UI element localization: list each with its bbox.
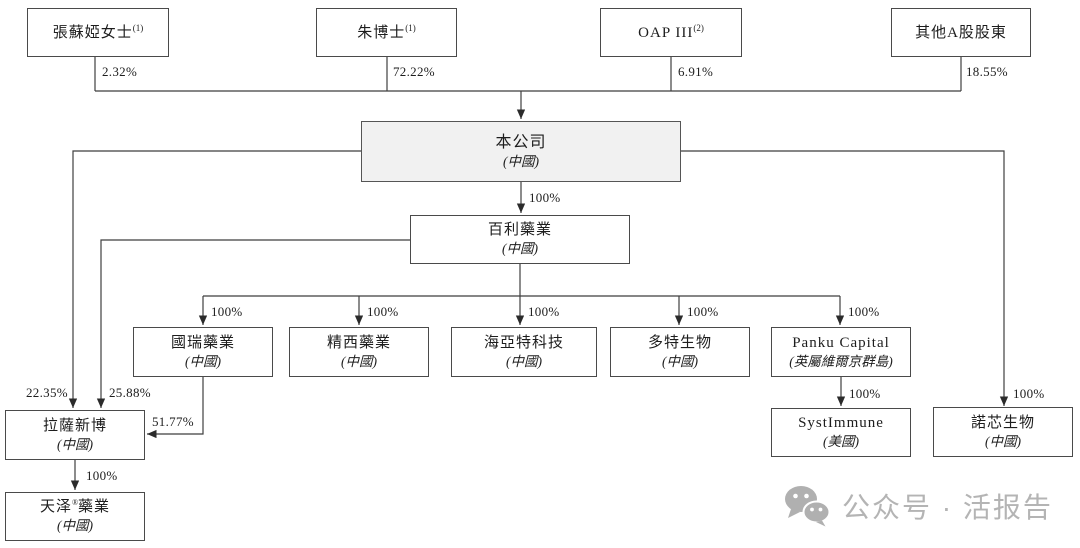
pct-baili-duote: 100% (687, 304, 719, 319)
node-label: 海亞特科技 (483, 334, 564, 351)
node-location: (中國) (341, 353, 377, 369)
pct-other-company: 18.55% (966, 64, 1008, 79)
pct-panku-systimmune: 100% (849, 386, 881, 401)
node-zhang-suya: 張蘇婭女士(1) (27, 8, 169, 57)
pct-baili-panku: 100% (848, 304, 880, 319)
node-label: 多特生物 (647, 334, 712, 351)
wechat-icon (785, 486, 830, 527)
node-location: (中國) (57, 436, 93, 452)
node-guorui-pharma: 國瑞藥業 (中國) (133, 327, 273, 377)
node-location: (中國) (185, 353, 221, 369)
watermark: 公众号 · 活报告 (784, 485, 1053, 527)
node-location: (中國) (503, 154, 539, 169)
node-the-company: 本公司 (中國) (361, 121, 681, 182)
node-label: 拉薩新博 (42, 417, 107, 434)
arrow-company-lasa (68, 150, 361, 408)
node-dr-zhu: 朱博士(1) (316, 8, 457, 57)
node-location: (中國) (985, 433, 1021, 449)
footnote-sup: (1) (405, 23, 416, 33)
node-label: 其他A股股東 (915, 25, 1007, 41)
node-location: (英屬維爾京群島) (789, 353, 893, 369)
node-jingxi-pharma: 精西藥業 (中國) (289, 327, 429, 377)
node-label: 國瑞藥業 (170, 334, 235, 351)
node-location: (中國) (502, 241, 538, 257)
pct-company-baili: 100% (529, 190, 561, 205)
arrow-baili-lasa (96, 239, 410, 408)
node-location: (中國) (506, 353, 542, 369)
node-label: 百利藥業 (487, 222, 552, 239)
node-label: OAP III (638, 25, 694, 41)
registered-mark: ® (71, 498, 79, 508)
pct-baili-lasa: 25.88% (109, 385, 151, 400)
pct-guorui-lasa: 51.77% (152, 414, 194, 429)
pct-zhu-company: 72.22% (393, 64, 435, 79)
node-label: SystImmune (798, 415, 884, 432)
node-haiyate-tech: 海亞特科技 (中國) (451, 327, 597, 377)
node-label: Panku Capital (792, 334, 890, 351)
pct-baili-haiyate: 100% (528, 304, 560, 319)
node-label: 諾芯生物 (970, 414, 1035, 431)
pct-zhang-company: 2.32% (102, 64, 138, 79)
pct-oap-company: 6.91% (678, 64, 714, 79)
node-location: (中國) (662, 353, 698, 369)
pct-company-nuoxin: 100% (1013, 386, 1045, 401)
pct-lasa-tianze: 100% (86, 468, 118, 483)
node-baili-pharma: 百利藥業 (中國) (410, 215, 630, 264)
node-lasa-xinbo: 拉薩新博 (中國) (5, 410, 145, 460)
node-systimmune: SystImmune (美國) (771, 408, 911, 457)
arrow-guorui-lasa (147, 377, 204, 439)
node-nuoxin-bio: 諾芯生物 (中國) (933, 407, 1073, 457)
node-label: 本公司 (495, 133, 547, 151)
node-label: 藥業 (78, 499, 111, 516)
node-tianze-pharma: 天泽®藥業 (中國) (5, 492, 145, 541)
node-label: 張蘇婭女士 (52, 25, 133, 41)
pct-baili-jingxi: 100% (367, 304, 399, 319)
node-oap-iii: OAP III(2) (600, 8, 742, 57)
node-location: (中國) (57, 518, 93, 534)
node-label: 精西藥業 (326, 334, 391, 351)
footnote-sup: (2) (693, 23, 704, 33)
watermark-text: 公众号 · 活报告 (842, 492, 1053, 523)
pct-company-lasa: 22.35% (26, 385, 68, 400)
node-duote-bio: 多特生物 (中國) (610, 327, 750, 377)
node-other-a-shareholders: 其他A股股東 (891, 8, 1031, 57)
node-label: 天泽 (39, 499, 72, 516)
footnote-sup: (1) (132, 23, 144, 33)
pct-baili-guorui: 100% (211, 304, 243, 319)
node-location: (美國) (823, 434, 859, 450)
arrow-company-nuoxin (681, 150, 1009, 406)
node-label: 朱博士 (357, 25, 406, 41)
node-panku-capital: Panku Capital (英屬維爾京群島) (771, 327, 911, 377)
